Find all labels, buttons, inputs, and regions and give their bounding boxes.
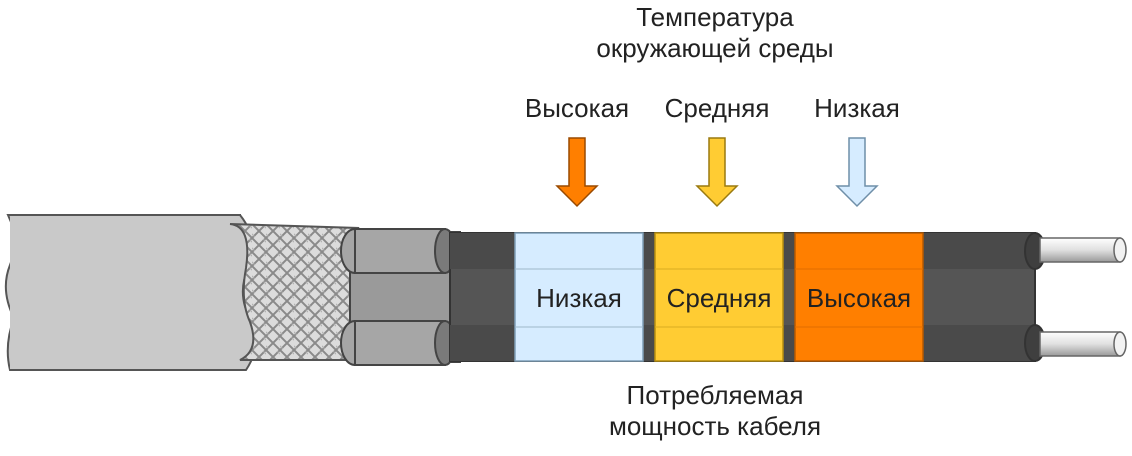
zone-label-medium: Средняя <box>666 283 772 313</box>
ambient-temperature-title: Температура окружающей среды <box>515 2 915 64</box>
bus-wires <box>1039 237 1127 357</box>
outer-jacket <box>4 214 257 371</box>
ambient-level-medium: Средняя <box>664 93 770 123</box>
power-title-line1: Потребляемая <box>626 380 804 410</box>
zone-medium <box>654 232 784 362</box>
ambient-title-line1: Температура <box>636 2 794 32</box>
ambient-title-line2: окружающей среды <box>596 33 834 64</box>
zone-high <box>794 232 924 362</box>
arrow-low-icon <box>835 137 879 208</box>
power-title-line2: мощность кабеля <box>608 411 822 442</box>
zone-label-low: Низкая <box>536 283 622 313</box>
zone-low <box>514 232 644 362</box>
zone-label-high: Высокая <box>806 283 912 313</box>
arrow-high-icon <box>555 137 599 208</box>
inner-insulation <box>340 228 461 366</box>
ambient-level-low: Низкая <box>814 93 900 123</box>
ambient-level-high: Высокая <box>524 93 630 123</box>
arrow-medium-icon <box>695 137 739 208</box>
power-consumption-title: Потребляемая мощность кабеля <box>515 380 915 442</box>
